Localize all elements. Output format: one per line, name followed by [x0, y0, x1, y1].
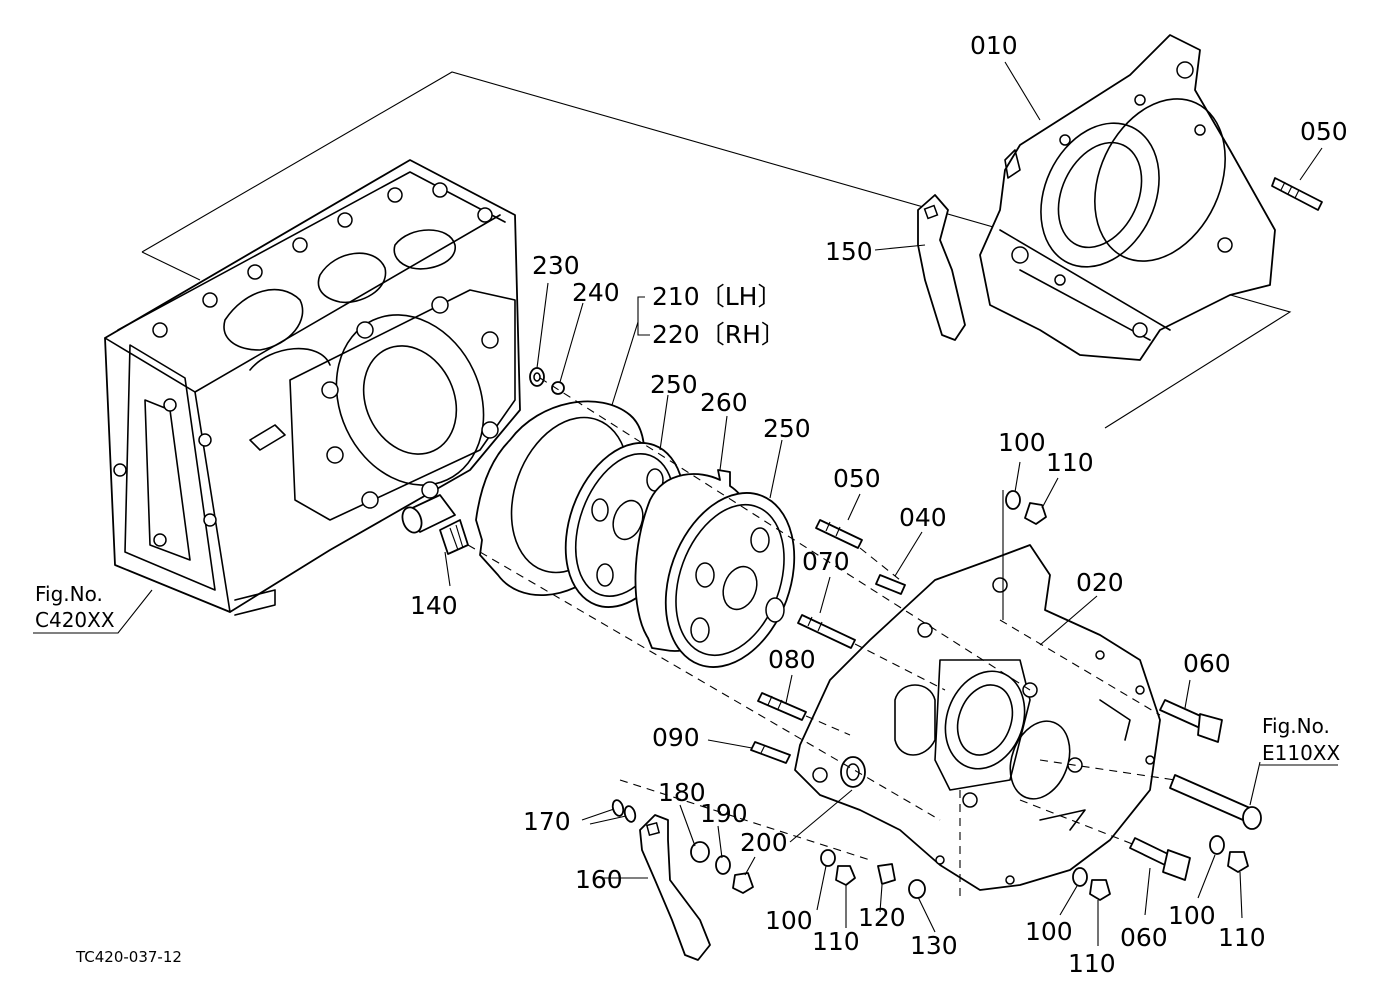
- bolts-060: [1129, 699, 1223, 881]
- callout-210-lh: 210〔LH〕: [652, 282, 782, 311]
- callout-120: 120: [858, 903, 906, 932]
- fig-ref-e110xx-label: Fig.No.: [1262, 714, 1330, 738]
- callout-070: 070: [802, 547, 850, 576]
- callout-090: 090: [652, 723, 700, 752]
- callout-050-mid: 050: [833, 464, 881, 493]
- assembly-lines: [467, 377, 1176, 900]
- drawing-code: TC420-037-12: [75, 948, 182, 966]
- callout-040: 040: [899, 503, 947, 532]
- callout-100-bl: 100: [765, 906, 813, 935]
- callout-220-rh: 220〔RH〕: [652, 320, 786, 349]
- shaft-e110xx: [1169, 774, 1262, 830]
- callout-110-bl: 110: [812, 927, 860, 956]
- callout-260: 260: [700, 388, 748, 417]
- callout-100-br: 100: [1168, 901, 1216, 930]
- fig-ref-e110xx-code: E110XX: [1262, 741, 1341, 765]
- callout-020: 020: [1076, 568, 1124, 597]
- callout-labels: 010 050 150 230 240 210〔LH〕 220〔RH〕 250 …: [410, 31, 1348, 978]
- fig-ref-c420xx-label: Fig.No.: [35, 582, 103, 606]
- brake-case-010-drawing: [979, 34, 1276, 361]
- leader-lines: [444, 61, 1323, 946]
- callout-130: 130: [910, 931, 958, 960]
- callout-160: 160: [575, 865, 623, 894]
- lever-150-drawing: [917, 194, 966, 341]
- nuts-and-washers: [611, 490, 1249, 901]
- callout-170: 170: [523, 807, 571, 836]
- callout-110-br: 110: [1218, 923, 1266, 952]
- callout-060-bottom: 060: [1120, 923, 1168, 952]
- callout-180: 180: [658, 778, 706, 807]
- fig-ref-e110xx: Fig.No. E110XX: [1260, 714, 1341, 766]
- callout-110-top: 110: [1046, 448, 1094, 477]
- stud-050-top: [1271, 177, 1323, 211]
- callout-010: 010: [970, 31, 1018, 60]
- fig-ref-c420xx-code: C420XX: [35, 608, 115, 632]
- callout-190: 190: [700, 799, 748, 828]
- callout-050-top: 050: [1300, 117, 1348, 146]
- fig-ref-c420xx: Fig.No. C420XX: [33, 582, 153, 634]
- washer-230-ball-240: [529, 367, 565, 395]
- shaft-140-drawing: [401, 494, 469, 555]
- callout-200: 200: [740, 828, 788, 857]
- callout-060-right: 060: [1183, 649, 1231, 678]
- callout-140: 140: [410, 591, 458, 620]
- callout-110-bm: 110: [1068, 949, 1116, 978]
- callout-080: 080: [768, 645, 816, 674]
- callout-250-b: 250: [763, 414, 811, 443]
- friction-plate-250-b: [664, 492, 796, 668]
- transmission-case-drawing: [104, 159, 521, 616]
- callout-230: 230: [532, 251, 580, 280]
- projection-frame: [141, 71, 1292, 429]
- lever-160-drawing: [639, 814, 711, 961]
- studs-and-pins: [750, 519, 906, 764]
- callout-240: 240: [572, 278, 620, 307]
- callout-150: 150: [825, 237, 873, 266]
- callout-250-a: 250: [650, 370, 698, 399]
- brake-case-020-drawing: [794, 544, 1161, 891]
- callout-100-bm: 100: [1025, 917, 1073, 946]
- callout-100-top: 100: [998, 428, 1046, 457]
